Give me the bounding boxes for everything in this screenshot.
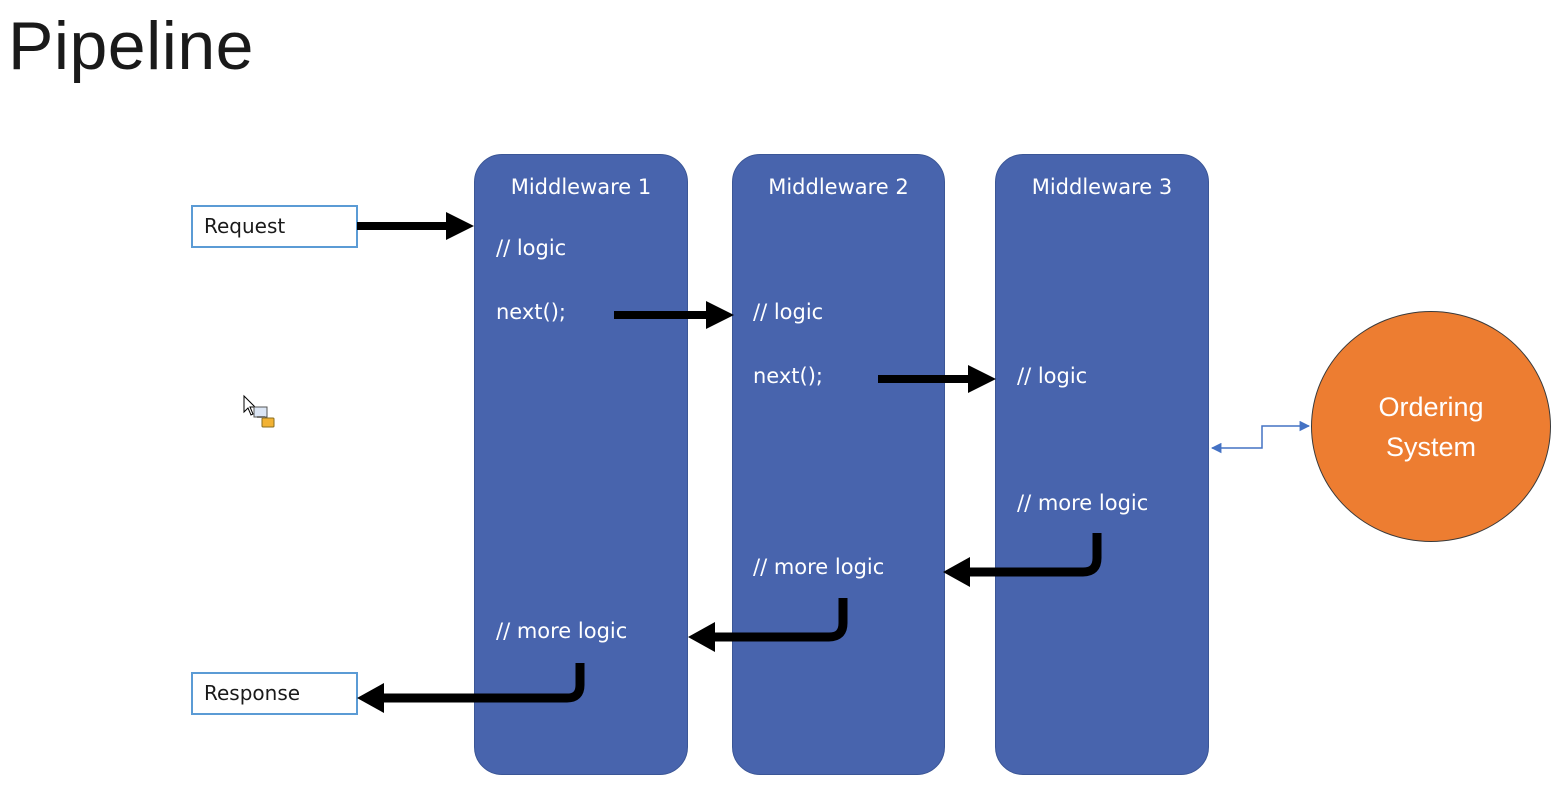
middleware-1-lane: Middleware 1 // logic next(); // more lo… <box>474 154 688 775</box>
middleware-1-title: Middleware 1 <box>510 175 652 199</box>
middleware-3-lane: Middleware 3 // logic // more logic <box>995 154 1209 775</box>
response-box: Response <box>191 672 358 715</box>
response-label: Response <box>204 681 301 705</box>
page-title: Pipeline <box>8 8 254 84</box>
request-label: Request <box>204 214 286 238</box>
request-box: Request <box>191 205 358 248</box>
ordering-system-node: Ordering System <box>1311 311 1551 542</box>
middleware-3-more-logic: // more logic <box>1017 491 1149 515</box>
request-arrow <box>357 212 474 240</box>
middleware-2-next-call: next(); <box>753 364 823 388</box>
middleware-2-title: Middleware 2 <box>768 175 909 199</box>
middleware-1-next-call: next(); <box>496 300 566 324</box>
middleware-1-more-logic: // more logic <box>496 619 628 643</box>
middleware-3-title: Middleware 3 <box>1031 175 1173 199</box>
middleware-1-logic: // logic <box>496 236 567 260</box>
middleware-3-logic: // logic <box>1017 364 1088 388</box>
middleware-2-lane: Middleware 2 // logic next(); // more lo… <box>732 154 945 775</box>
ordering-system-label-line1: Ordering <box>1378 391 1484 422</box>
middleware-2-logic: // logic <box>753 300 824 324</box>
cursor-icon <box>243 394 275 428</box>
ordering-connector <box>1210 420 1311 454</box>
middleware-2-more-logic: // more logic <box>753 555 885 579</box>
ordering-system-label-line2: System <box>1385 431 1477 462</box>
